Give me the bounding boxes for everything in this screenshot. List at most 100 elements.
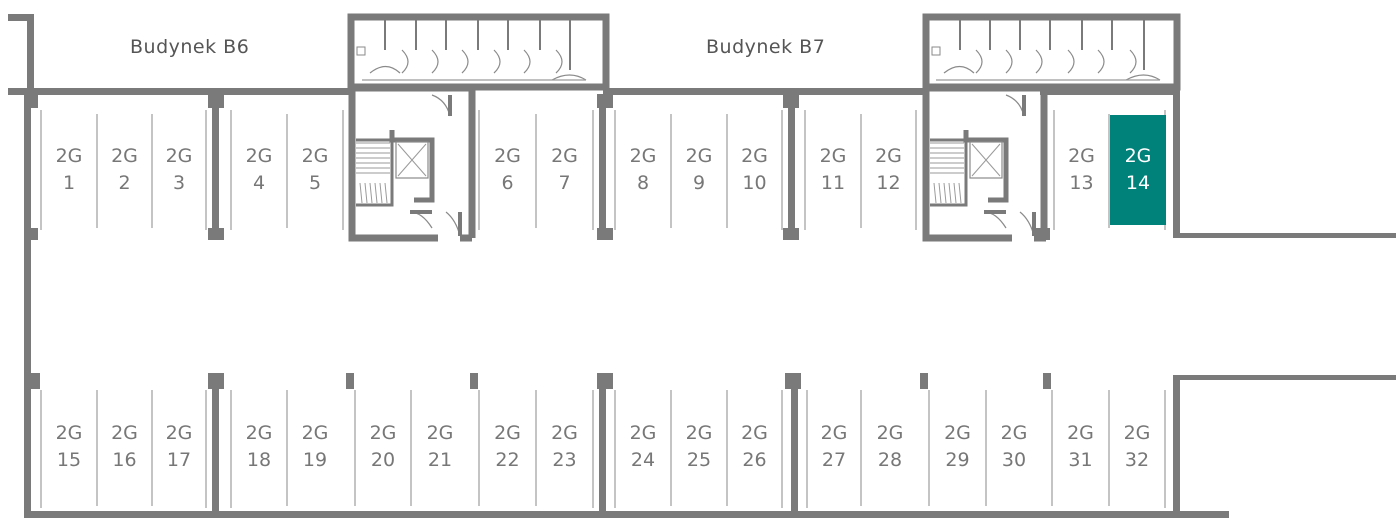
core-b7-walls <box>922 84 1048 242</box>
outer-wall-top-b7 <box>603 88 928 95</box>
spot-level: 2G <box>245 145 273 167</box>
elevator-b7-cross <box>971 143 1001 177</box>
outer-wall-top-right <box>1040 88 1180 95</box>
stall-divider <box>151 114 153 228</box>
spot-number: 21 <box>427 449 453 471</box>
storage-doors-b7 <box>959 20 1145 70</box>
utility-box-b7 <box>931 46 941 56</box>
stall-divider <box>205 110 207 230</box>
stall-divider <box>915 110 917 230</box>
spot-number: 4 <box>252 172 266 194</box>
spot-number: 19 <box>302 449 328 471</box>
spot-level: 2G <box>245 422 273 444</box>
stall-divider <box>726 390 728 506</box>
core-b6-lobby-wall <box>389 130 435 203</box>
spot-number: 17 <box>166 449 192 471</box>
pillar <box>1043 373 1051 389</box>
outer-wall-left-top <box>8 14 34 21</box>
spot-level: 2G <box>820 422 848 444</box>
spot-number: 5 <box>308 172 322 194</box>
stall-divider <box>860 390 862 506</box>
spot-number: 23 <box>552 449 577 471</box>
spot-level: 2G <box>876 422 904 444</box>
utility-box-b6 <box>356 46 366 56</box>
outer-wall-right-upper <box>1173 88 1180 238</box>
upper-row-wall-1 <box>212 94 219 240</box>
storage-block-b6 <box>347 13 610 91</box>
core-b7-door-leaves <box>984 95 1036 236</box>
building-label-b6: Budynek B6 <box>130 36 250 58</box>
stall-divider <box>40 110 42 230</box>
stall-divider <box>535 390 537 506</box>
pillar <box>346 373 354 389</box>
upper-row-wall-3 <box>788 94 795 240</box>
elevator-b6 <box>395 141 429 179</box>
spot-number: 24 <box>630 449 656 471</box>
spot-number: 30 <box>1001 449 1027 471</box>
spot-level: 2G <box>1123 422 1151 444</box>
storage-block-b7 <box>922 13 1181 91</box>
spot-number: 20 <box>370 449 396 471</box>
stall-divider <box>781 110 783 230</box>
stall-divider <box>286 390 288 506</box>
pillar <box>24 228 38 240</box>
spot-level: 2G <box>819 145 847 167</box>
spot-level: 2G <box>741 145 768 167</box>
lower-row-wall-3 <box>791 373 798 518</box>
spot-level: 2G <box>629 145 657 167</box>
spot-level: 2G <box>165 422 193 444</box>
pillar <box>24 373 40 389</box>
stall-divider <box>1053 110 1055 230</box>
elevator-b6-cross <box>397 143 427 177</box>
spot-number: 11 <box>820 172 846 194</box>
outer-wall-right-lower <box>1173 375 1180 518</box>
spot-level: 2G <box>55 145 83 167</box>
spot-level: 2G <box>165 145 193 167</box>
spot-level: 2G <box>111 422 138 444</box>
stall-divider <box>96 114 98 228</box>
pillar <box>208 94 224 108</box>
spot-number: 7 <box>558 172 571 194</box>
stall-divider <box>806 390 808 508</box>
pillar <box>597 373 613 389</box>
spot-level: 2G <box>685 145 713 167</box>
spot-number: 26 <box>742 449 767 471</box>
storage-door-swings-b6 <box>369 49 587 81</box>
pillar <box>470 373 478 389</box>
spot-number: 27 <box>821 449 847 471</box>
elevator-b7 <box>969 141 1003 179</box>
stall-divider <box>985 390 987 506</box>
